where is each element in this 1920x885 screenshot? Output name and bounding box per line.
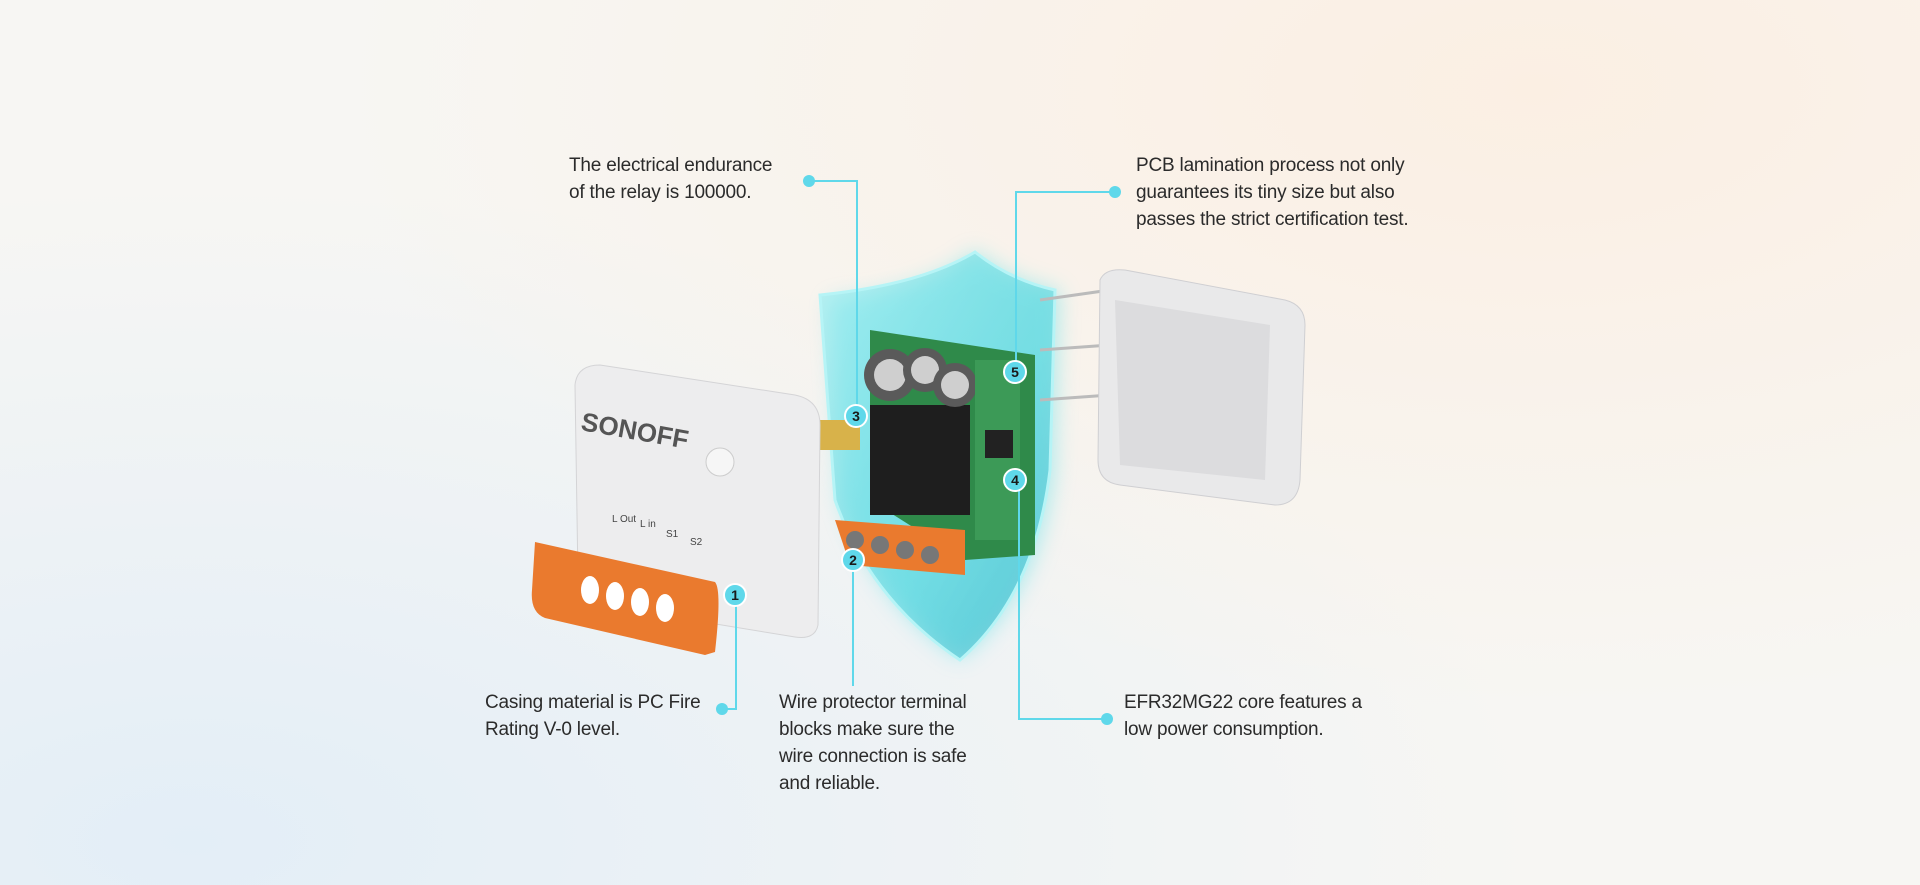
terminal-label: S2 xyxy=(690,537,703,548)
callout-line: wire connection is safe xyxy=(779,746,967,767)
badge-3: 3 xyxy=(844,404,868,428)
svg-text:5: 5 xyxy=(1011,364,1019,380)
callout-line: Wire protector terminal xyxy=(779,692,967,713)
callout-line: of the relay is 100000. xyxy=(569,182,752,203)
front-casing: SONOFF L Out L in S1 S2 xyxy=(531,364,821,655)
svg-text:3: 3 xyxy=(852,408,860,424)
callout-line: Rating V-0 level. xyxy=(485,719,620,740)
callout-line: Casing material is PC Fire xyxy=(485,692,701,713)
callout-line: guarantees its tiny size but also xyxy=(1136,182,1395,203)
badge-4: 4 xyxy=(1003,468,1027,492)
callout-line: The electrical endurance xyxy=(569,155,773,176)
callout-wire-protector: Wire protector terminal blocks make sure… xyxy=(779,689,967,797)
callout-casing-material: Casing material is PC Fire Rating V-0 le… xyxy=(485,689,701,743)
svg-text:2: 2 xyxy=(849,552,857,568)
terminal-label: L Out xyxy=(612,514,636,525)
callout-line: passes the strict certification test. xyxy=(1136,209,1409,230)
callout-line: low power consumption. xyxy=(1124,719,1324,740)
pcb-assembly xyxy=(820,330,1035,575)
leader-lines xyxy=(722,180,1115,720)
svg-text:4: 4 xyxy=(1011,472,1019,488)
callout-efr32-core: EFR32MG22 core features a low power cons… xyxy=(1124,689,1362,743)
callout-pcb-lamination: PCB lamination process not only guarante… xyxy=(1136,152,1409,233)
terminal-label: L in xyxy=(640,519,656,530)
callout-line: and reliable. xyxy=(779,773,880,794)
back-cover xyxy=(1039,269,1306,506)
terminal-label: S1 xyxy=(666,529,679,540)
badge-1: 1 xyxy=(723,583,747,607)
badge-5: 5 xyxy=(1003,360,1027,384)
callout-line: blocks make sure the xyxy=(779,719,955,740)
svg-text:1: 1 xyxy=(731,587,739,603)
callout-line: PCB lamination process not only xyxy=(1136,155,1405,176)
callout-relay-endurance: The electrical endurance of the relay is… xyxy=(569,152,772,206)
callout-line: EFR32MG22 core features a xyxy=(1124,692,1362,713)
badge-2: 2 xyxy=(841,548,865,572)
